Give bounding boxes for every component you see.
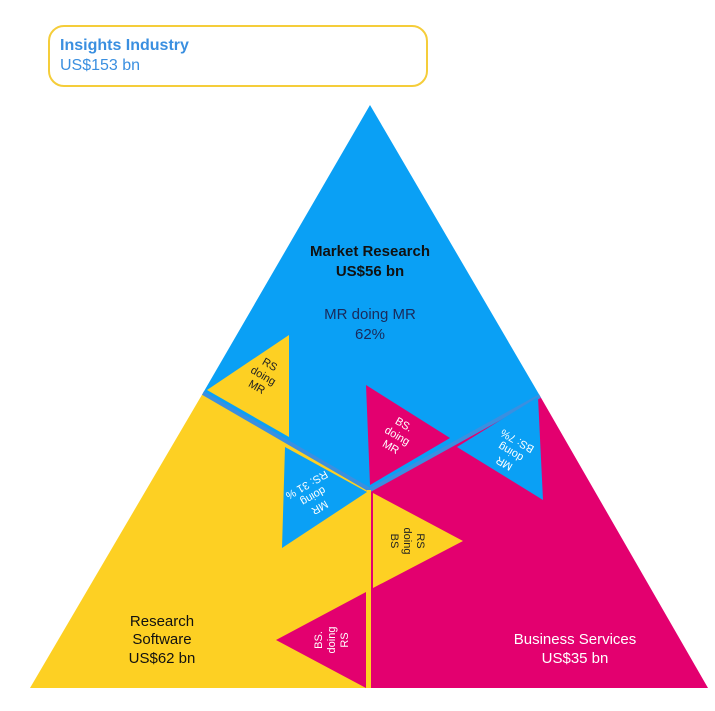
bs-doing-mr-triangle	[366, 385, 450, 485]
mr-title: Market Research	[310, 243, 430, 260]
divider-mr-bs	[369, 394, 541, 492]
business-services-region	[370, 396, 708, 688]
rs-doing-mr-triangle	[207, 335, 289, 437]
industry-title: Insights Industry	[60, 37, 189, 54]
svg-text:RS: RS	[414, 533, 426, 548]
bs-doing-rs-triangle	[276, 592, 366, 688]
svg-text:BS.: BS.	[313, 631, 325, 649]
rs-doing-bs-triangle	[373, 493, 463, 588]
svg-text:RS: RS	[339, 632, 351, 647]
svg-text:doing: doing	[326, 627, 338, 654]
bs-title: Business Services	[514, 631, 637, 648]
mr-doing-mr-label: MR doing MR	[324, 306, 416, 323]
rs-value: US$62 bn	[129, 650, 196, 667]
mr-value: US$56 bn	[336, 263, 404, 280]
industry-value: US$153 bn	[60, 57, 141, 74]
svg-text:BS: BS	[388, 534, 400, 549]
mr-doing-bs-triangle	[457, 397, 543, 500]
mr-doing-rs-triangle	[282, 447, 367, 548]
divider-mr-rs	[201, 391, 372, 492]
mr-doing-mr-value: 62%	[355, 326, 385, 343]
rs-title-line1: Research	[130, 613, 194, 630]
bs-value: US$35 bn	[542, 650, 609, 667]
svg-text:doing: doing	[401, 528, 413, 555]
rs-title-line2: Software	[132, 631, 191, 648]
industry-total-box: Insights Industry US$153 bn	[48, 25, 428, 87]
